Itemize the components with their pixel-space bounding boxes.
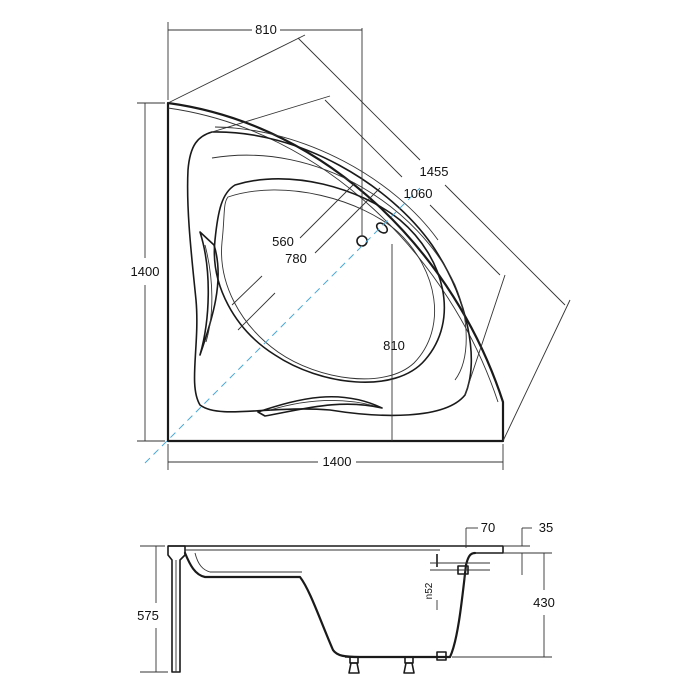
dim-width-bottom: 1400 (167, 444, 504, 470)
overflow-fitting-icon: n52 (424, 554, 490, 610)
dim-total-height: 575 (137, 545, 168, 673)
tub-inner-offset-line (167, 107, 499, 403)
side-left-panel (167, 545, 186, 673)
drain-hole-icon (356, 235, 368, 247)
side-basin-inner (194, 552, 302, 573)
dim-rim-thickness-label: 35 (539, 520, 553, 535)
dim-drain-offset-label: 810 (383, 338, 405, 353)
top-view: 810 1400 1400 810 1455 (131, 22, 571, 470)
dim-diag-inner: 1060 (211, 95, 506, 396)
dim-rim-width: 70 (465, 520, 495, 548)
side-rim (168, 545, 504, 554)
dim-basin-large: 780 (237, 187, 381, 331)
bottom-armrest-wave (257, 395, 383, 417)
dim-total-height-label: 575 (137, 608, 159, 623)
dim-diag-inner-label: 1060 (404, 186, 433, 201)
dim-basin-depth-label: 430 (533, 595, 555, 610)
tub-rim-inner-line (214, 126, 439, 241)
side-feet (345, 651, 447, 674)
dim-width-top-label: 810 (255, 22, 277, 37)
dim-rim-width-label: 70 (481, 520, 495, 535)
overflow-hole-icon (375, 222, 389, 234)
dim-width-bottom-label: 1400 (323, 454, 352, 469)
dim-diag-outer: 1455 (167, 34, 571, 442)
side-basin-profile (183, 551, 477, 659)
dim-height-left: 1400 (131, 102, 165, 442)
dim-basin-small-label: 560 (272, 234, 294, 249)
side-view: n52 575 430 (137, 520, 555, 674)
overflow-height-label: n52 (424, 582, 435, 599)
left-armrest-wave (199, 231, 219, 356)
tub-outer-outline (166, 101, 505, 443)
basin-outer-contour (211, 154, 467, 381)
dim-basin-small: 560 (231, 182, 356, 306)
basin-inner-outline (221, 189, 435, 380)
bottom-armrest-wave-inner (269, 399, 376, 411)
tub-rim-outline (186, 131, 473, 417)
dim-drain-offset: 810 (383, 338, 405, 353)
symmetry-axis (144, 187, 421, 464)
dim-basin-large-label: 780 (285, 251, 307, 266)
left-armrest-wave-inner (204, 244, 213, 343)
dim-rim-thickness: 35 (503, 520, 553, 575)
dim-height-left-label: 1400 (131, 264, 160, 279)
basin-outer-outline (213, 178, 446, 383)
dim-diag-outer-label: 1455 (420, 164, 449, 179)
dim-width-top: 810 (167, 22, 362, 100)
